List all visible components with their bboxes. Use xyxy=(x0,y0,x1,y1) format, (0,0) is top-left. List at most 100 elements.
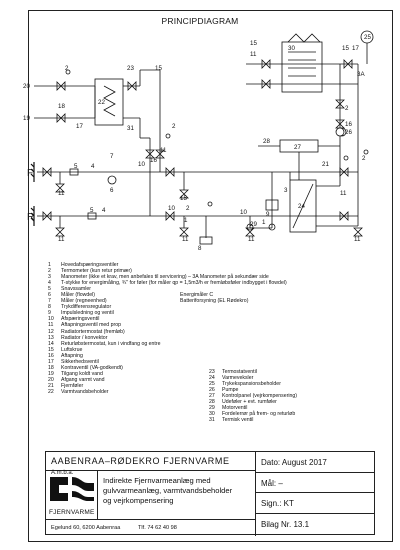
title-block: AABENRAA–RØDEKRO FJERNVARME A.m.b.a. FJE… xyxy=(45,451,375,536)
logo-label: FJERNVARME xyxy=(49,509,95,516)
pipework xyxy=(34,30,374,238)
legend-text: Tilgang koldt vand xyxy=(61,370,103,377)
svg-text:16: 16 xyxy=(345,121,352,128)
legend-item: 25 Trykekspansionsbeholder xyxy=(209,381,297,387)
svg-text:25: 25 xyxy=(364,34,371,41)
legend-text: Fjernføler xyxy=(61,382,84,389)
legend-number: 21 xyxy=(48,382,54,389)
svg-text:3A: 3A xyxy=(357,71,365,78)
legend-text: Luftskrue xyxy=(61,346,83,353)
legend-number: 2 xyxy=(48,268,51,275)
legend-text: Impulsledning og ventil xyxy=(61,310,114,317)
svg-text:20: 20 xyxy=(23,83,30,90)
legend-item: 21 Fjernføler xyxy=(48,383,378,389)
legend-item: 1 Hovedafspæringsventiler xyxy=(48,262,378,268)
legend-text: Varmeveksler xyxy=(222,375,254,382)
legend-item: 23 Termostatventil xyxy=(209,369,297,375)
svg-text:11: 11 xyxy=(58,190,65,197)
legend-number: 12 xyxy=(48,328,54,335)
svg-text:31: 31 xyxy=(127,125,134,132)
company-text: AABENRAA–RØDEKRO FJERNVARME xyxy=(51,456,230,466)
legend-text: Måler (regneenhed) xyxy=(61,298,107,305)
legend-text: Radiator / konvektor xyxy=(61,334,108,341)
legend-number: 10 xyxy=(48,316,54,323)
legend-number: 22 xyxy=(48,388,54,395)
svg-text:R: R xyxy=(27,212,34,223)
legend-text: Pumpe xyxy=(222,387,239,394)
legend-list: 1 Hovedafspæringsventiler 2 Termometer (kun… xyxy=(48,262,378,395)
svg-text:16: 16 xyxy=(150,157,157,164)
legend-text: Afspæringsventil xyxy=(61,316,100,323)
legend-text: Termostatventil xyxy=(222,369,257,375)
legend-text: Returløbstermostat, kun i vindfang og en… xyxy=(61,340,161,347)
svg-text:28: 28 xyxy=(263,138,270,145)
svg-text:15: 15 xyxy=(180,195,187,202)
legend-text: Termisk ventil xyxy=(222,417,254,424)
legend-text: Manometer (ikke et krav, men anbefales t… xyxy=(61,274,269,281)
drawing-meta: Dato: August 2017 Mål: – Sign.: KT Bilag… xyxy=(256,452,374,536)
legend-text: Udeføler + evt. rumføler xyxy=(222,399,277,406)
svg-text:29: 29 xyxy=(250,221,257,228)
svg-text:9: 9 xyxy=(266,211,270,218)
legend-item: 26 Pumpe xyxy=(209,387,297,393)
legend-number: 24 xyxy=(209,375,215,382)
svg-text:27: 27 xyxy=(294,144,301,151)
legend-text: Afgang varmt vand xyxy=(61,376,105,383)
svg-text:22: 22 xyxy=(98,99,105,106)
address-text: Egelund 60, 6200 Aabenraa xyxy=(51,525,121,531)
legend-number: 17 xyxy=(48,358,54,365)
svg-text:11: 11 xyxy=(182,236,189,243)
svg-text:17: 17 xyxy=(352,45,359,52)
svg-text:19: 19 xyxy=(23,115,30,122)
legend-number: 5 xyxy=(48,286,51,293)
legend-text: Motorventil xyxy=(222,405,248,412)
legend-number: 23 xyxy=(209,369,215,375)
legend-list-2: 23 Termostatventil 24 Varmeveksler 25 Trykeks… xyxy=(209,369,297,423)
legend-item: 20 Afgang varmt vand xyxy=(48,377,378,383)
legend-number: 20 xyxy=(48,376,54,383)
description-line: og vejrkompensering xyxy=(103,496,174,505)
legend-number: 25 xyxy=(209,381,215,388)
legend-item: 10 Afspæringsventil xyxy=(48,316,378,322)
svg-text:15: 15 xyxy=(250,40,257,47)
legend-text: Hovedafspæringsventiler xyxy=(61,262,119,268)
sheet-number: Bilag Nr. 13.1 xyxy=(261,519,310,529)
svg-text:11: 11 xyxy=(250,51,257,58)
scale-field: Mål: – xyxy=(256,473,374,493)
svg-text:11: 11 xyxy=(58,236,65,243)
legend-text: Aftapning xyxy=(61,352,83,359)
legend-text: Termometer (kun retur primær) xyxy=(61,268,132,275)
legend-number: 8 xyxy=(48,304,51,311)
svg-text:11: 11 xyxy=(340,190,347,197)
legend-number: 1 xyxy=(48,262,51,268)
number-labels: 20 19 2 22 23 15 18 17 31 2 11 16 10 F R… xyxy=(23,34,371,252)
legend-text: Aftapningsventil med prop xyxy=(61,322,121,329)
legend-number: 9 xyxy=(48,310,51,317)
svg-text:26: 26 xyxy=(345,129,352,136)
svg-text:4: 4 xyxy=(102,207,106,214)
svg-text:2: 2 xyxy=(65,65,69,72)
svg-text:30: 30 xyxy=(288,45,295,52)
legend-text: Trykekspansionsbeholder xyxy=(222,381,281,388)
diagram-title: PRINCIPDIAGRAM xyxy=(161,16,239,26)
legend-number: 18 xyxy=(48,364,54,371)
svg-text:3: 3 xyxy=(284,187,288,194)
svg-text:5: 5 xyxy=(90,207,94,214)
legend-number: 26 xyxy=(209,387,215,394)
svg-text:11: 11 xyxy=(248,236,255,243)
svg-text:F: F xyxy=(27,168,33,179)
legend-number: 6 xyxy=(48,292,51,299)
legend-item: 9 Impulsledning og ventil xyxy=(48,310,378,316)
